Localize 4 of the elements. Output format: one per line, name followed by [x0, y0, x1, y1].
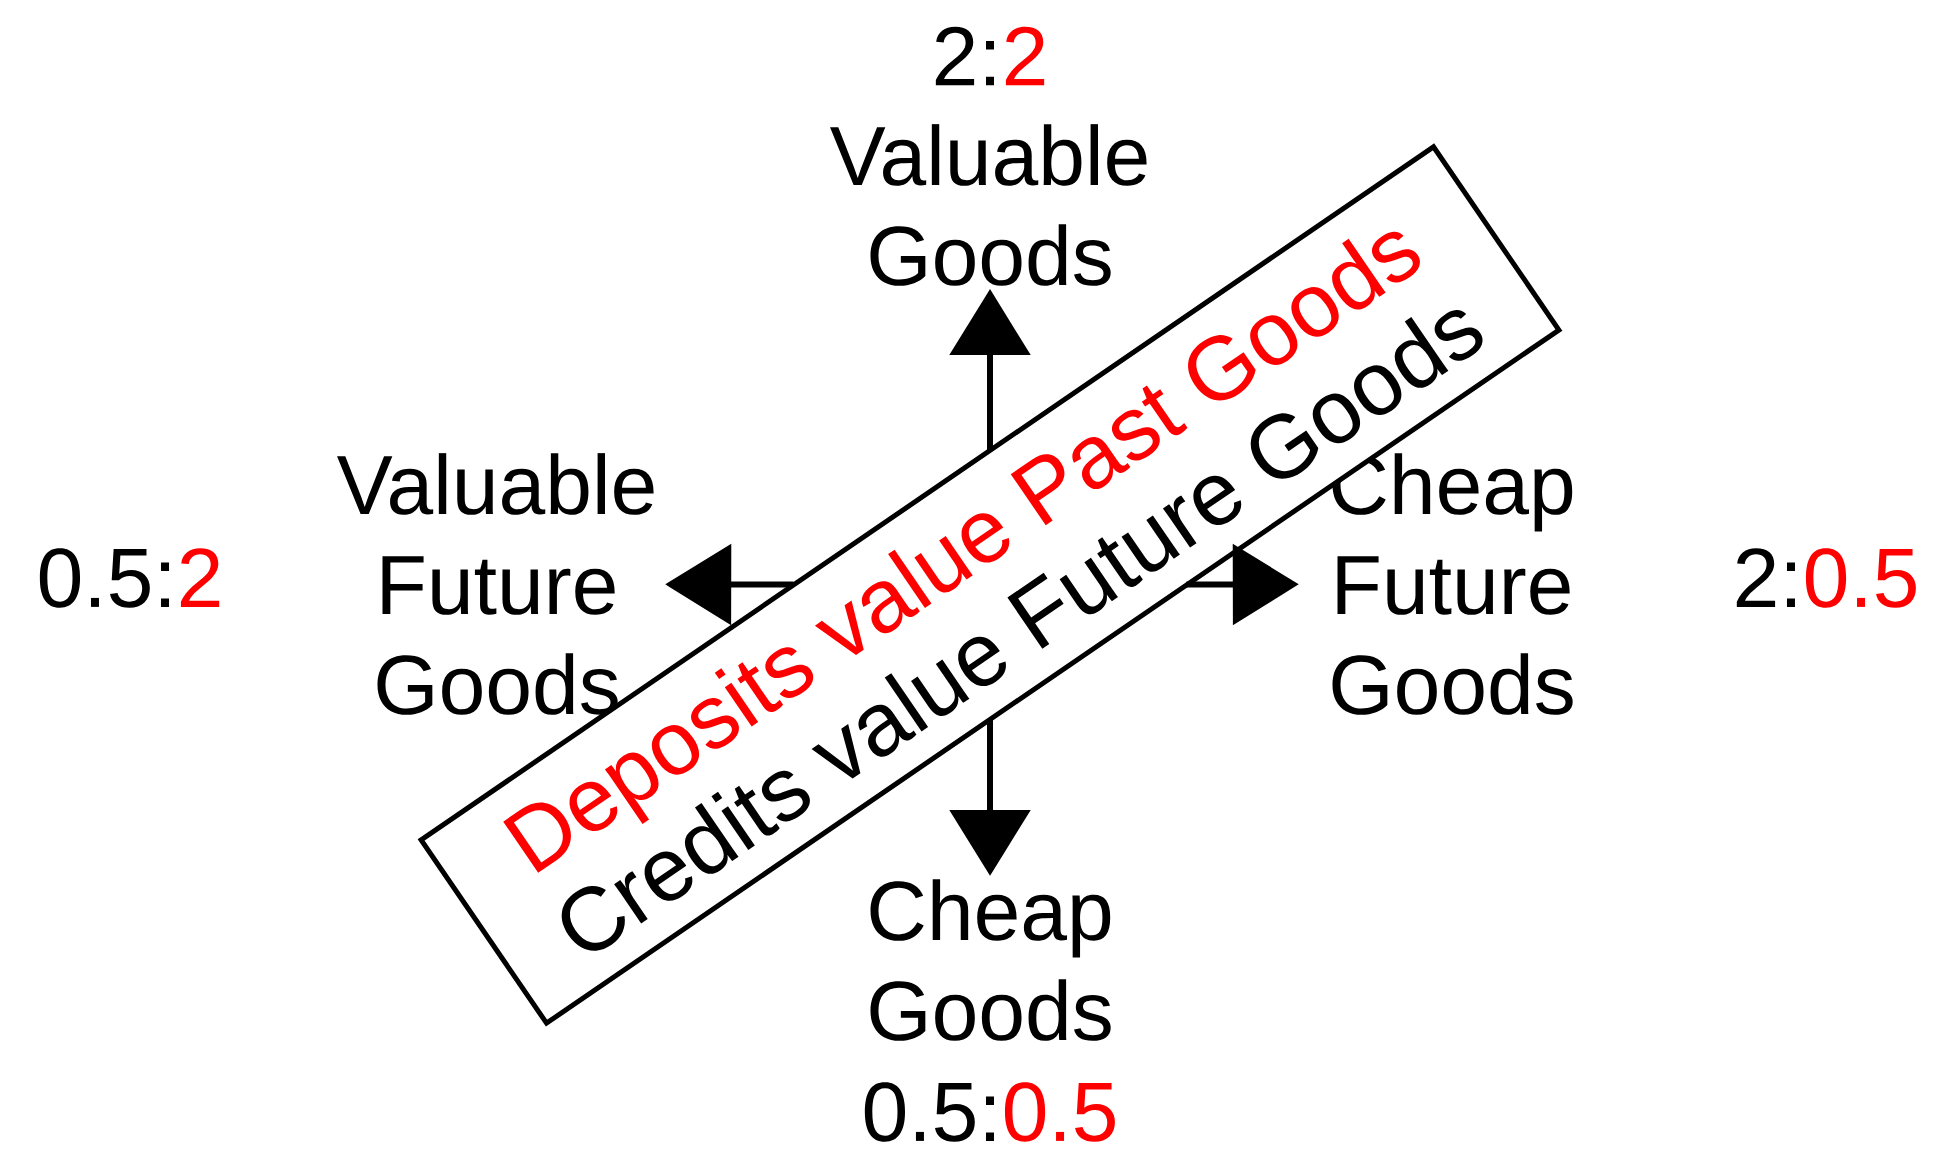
ratio-label: 0.5:0.5 [864, 1082, 1115, 1142]
ratio-label: 2:2 [935, 26, 1045, 86]
ratio-label: 0.5:2 [39, 548, 220, 608]
ratio-label: 2:0.5 [1736, 548, 1916, 608]
